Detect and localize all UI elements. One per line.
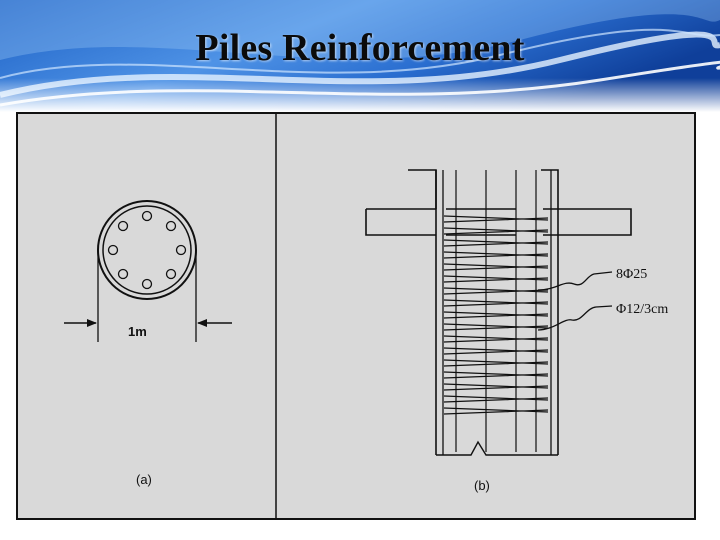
spiral-hoop xyxy=(443,383,549,391)
spiral-hoop xyxy=(443,359,549,367)
banner-wave-4 xyxy=(0,28,720,79)
spiral-circle xyxy=(102,205,192,295)
spiral-hoop xyxy=(443,275,549,283)
spiral-hoop xyxy=(443,335,549,343)
longitudinal-bars xyxy=(107,210,187,290)
panel-b-longitudinal-section: 8Φ25 Φ12/3cm (b) xyxy=(365,169,668,493)
figure-frame xyxy=(16,112,696,520)
rebar-dot xyxy=(165,268,177,280)
header-banner xyxy=(0,0,720,112)
banner-wave-2 xyxy=(0,31,720,98)
spiral-hoop xyxy=(443,311,549,319)
spiral-hoop xyxy=(443,371,549,379)
spiral-hoop xyxy=(443,239,549,247)
spiral-hoop xyxy=(443,251,549,259)
slab-outline xyxy=(365,208,632,236)
banner-wave-1 xyxy=(0,0,720,60)
rebar-dot xyxy=(141,210,153,222)
dimension-label: 1m xyxy=(128,324,147,339)
rebar-dot xyxy=(107,244,119,256)
rebar-dot xyxy=(141,278,153,290)
rebar-dot xyxy=(165,220,177,232)
slide-title: Piles Reinforcement xyxy=(195,27,525,69)
spiral-hoop xyxy=(443,407,549,415)
pile-reinforcement-figure: 1m (a) 8Φ25 Φ12/3cm (b) xyxy=(16,112,696,520)
spiral-hoop xyxy=(443,215,549,223)
spiral-hoop xyxy=(443,347,549,355)
spiral-reinforcement xyxy=(443,215,549,415)
leader-line-rebar xyxy=(537,271,613,291)
rebar-dot xyxy=(117,220,129,232)
panel-a-cross-section: 1m (a) xyxy=(64,200,232,487)
pile-break-line xyxy=(436,440,558,456)
spiral-label: Φ12/3cm xyxy=(616,302,668,317)
spiral-hoop xyxy=(443,263,549,271)
spiral-hoop xyxy=(443,227,549,235)
panel-b-caption: (b) xyxy=(474,478,490,493)
spiral-hoop xyxy=(443,395,549,403)
panel-a-caption: (a) xyxy=(136,472,152,487)
rebar-dot xyxy=(175,244,187,256)
spiral-hoop xyxy=(443,323,549,331)
spiral-hoop xyxy=(443,287,549,295)
rebar-dot xyxy=(117,268,129,280)
leader-line-spiral xyxy=(537,305,613,331)
banner-fade xyxy=(0,78,720,112)
rebar-label: 8Φ25 xyxy=(616,267,647,282)
spiral-hoop xyxy=(443,299,549,307)
